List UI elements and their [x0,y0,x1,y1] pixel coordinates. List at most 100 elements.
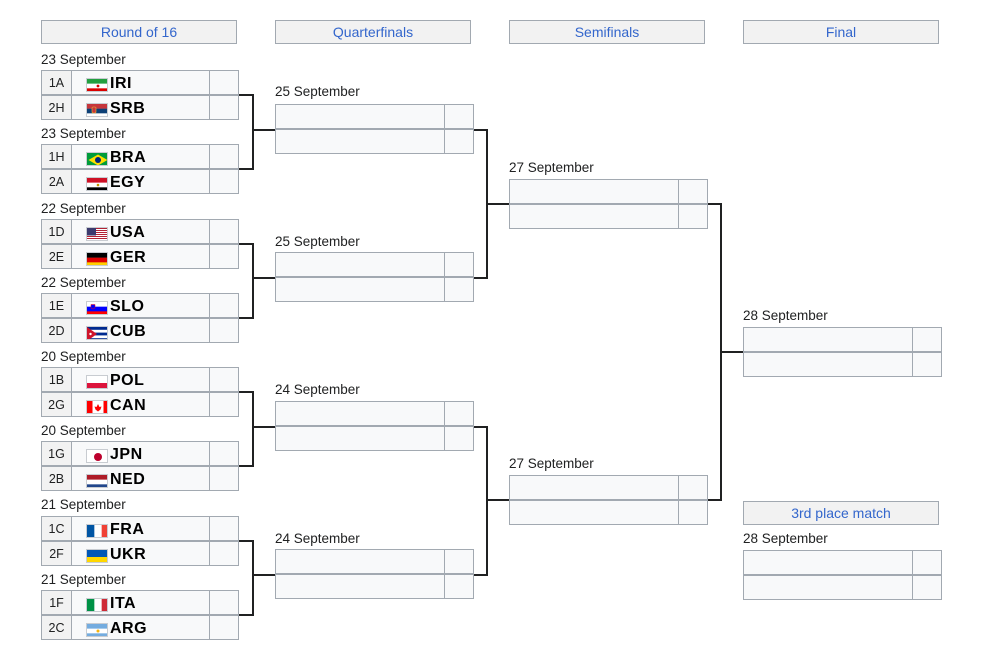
score-cell [444,278,473,301]
score-cell [209,245,238,268]
seed-label: 2F [42,542,72,565]
team-name[interactable]: SRB [110,100,146,117]
date-qf-match-1: 25 September [275,84,360,99]
france-flag-icon [86,524,108,538]
score-cell [209,319,238,342]
seed-label: 1C [42,517,72,540]
score-cell [444,402,473,425]
connector-r16-qf4 [239,540,275,616]
r16-team-slot-fra: 1C FRA [41,516,239,541]
date-final: 28 September [743,308,828,323]
score-cell [912,551,941,574]
seed-label: 2E [42,245,72,268]
team-name[interactable]: BRA [110,149,147,166]
score-cell [209,616,238,639]
r16-team-slot-egy: 2A EGY [41,169,239,194]
team-name[interactable]: CAN [110,397,147,414]
team-name[interactable]: ITA [110,595,137,612]
seed-label: 2C [42,616,72,639]
team-name[interactable]: USA [110,224,146,241]
team-name[interactable]: EGY [110,174,146,191]
r16-team-slot-iri: 1A IRI [41,70,239,95]
connector-r16-qf3 [239,391,275,467]
connector-r16-qf1 [239,94,275,170]
netherlands-flag-icon [86,474,108,488]
header-round-of-16: Round of 16 [41,20,237,44]
score-cell [678,180,707,203]
seed-label: 2G [42,393,72,416]
team-name[interactable]: UKR [110,546,147,563]
score-cell [209,368,238,391]
seed-label: 1F [42,591,72,614]
score-cell [912,576,941,599]
seed-label: 1D [42,220,72,243]
connector-r16-qf2 [239,243,275,319]
qf-4-slot-top [275,549,474,574]
header-semifinals: Semifinals [509,20,705,44]
r16-team-slot-bra: 1H BRA [41,144,239,169]
germany-flag-icon [86,252,108,266]
header-third-place: 3rd place match [743,501,939,525]
score-cell [209,442,238,465]
score-cell [912,328,941,351]
seed-label: 1A [42,71,72,94]
r16-team-slot-can: 2G CAN [41,392,239,417]
japan-flag-icon [86,449,108,463]
qf-3-slot-top [275,401,474,426]
score-cell [444,550,473,573]
qf-1-slot-top [275,104,474,129]
qf-1-slot-bottom [275,129,474,154]
cuba-flag-icon [86,326,108,340]
date-r16-match-8: 21 September [41,572,126,587]
score-cell [444,427,473,450]
third-slot-top [743,550,942,575]
sf-2-slot-top [509,475,708,500]
team-name[interactable]: ARG [110,620,148,637]
r16-team-slot-ger: 2E GER [41,244,239,269]
date-r16-match-1: 23 September [41,52,126,67]
team-name[interactable]: FRA [110,521,145,538]
serbia-flag-icon [86,103,108,117]
r16-team-slot-cub: 2D CUB [41,318,239,343]
team-name[interactable]: IRI [110,75,132,92]
team-name[interactable]: POL [110,372,145,389]
score-cell [209,170,238,193]
date-r16-match-4: 22 September [41,275,126,290]
date-sf-match-1: 27 September [509,160,594,175]
score-cell [678,476,707,499]
sf-1-slot-top [509,179,708,204]
score-cell [209,294,238,317]
score-cell [444,575,473,598]
date-r16-match-3: 22 September [41,201,126,216]
team-name[interactable]: JPN [110,446,143,463]
date-sf-match-2: 27 September [509,456,594,471]
qf-2-slot-top [275,252,474,277]
r16-team-slot-usa: 1D USA [41,219,239,244]
score-cell [444,105,473,128]
connector-qf-sf1 [474,129,509,279]
date-r16-match-5: 20 September [41,349,126,364]
header-quarterfinals: Quarterfinals [275,20,471,44]
date-r16-match-6: 20 September [41,423,126,438]
score-cell [912,353,941,376]
score-cell [678,205,707,228]
date-third-place: 28 September [743,531,828,546]
team-name[interactable]: CUB [110,323,147,340]
canada-flag-icon [86,400,108,414]
date-qf-match-2: 25 September [275,234,360,249]
score-cell [444,253,473,276]
team-name[interactable]: NED [110,471,146,488]
date-qf-match-3: 24 September [275,382,360,397]
seed-label: 1H [42,145,72,168]
seed-label: 2A [42,170,72,193]
date-qf-match-4: 24 September [275,531,360,546]
score-cell [209,542,238,565]
seed-label: 2D [42,319,72,342]
score-cell [209,467,238,490]
team-name[interactable]: GER [110,249,147,266]
italy-flag-icon [86,598,108,612]
team-name[interactable]: SLO [110,298,145,315]
r16-team-slot-arg: 2C ARG [41,615,239,640]
